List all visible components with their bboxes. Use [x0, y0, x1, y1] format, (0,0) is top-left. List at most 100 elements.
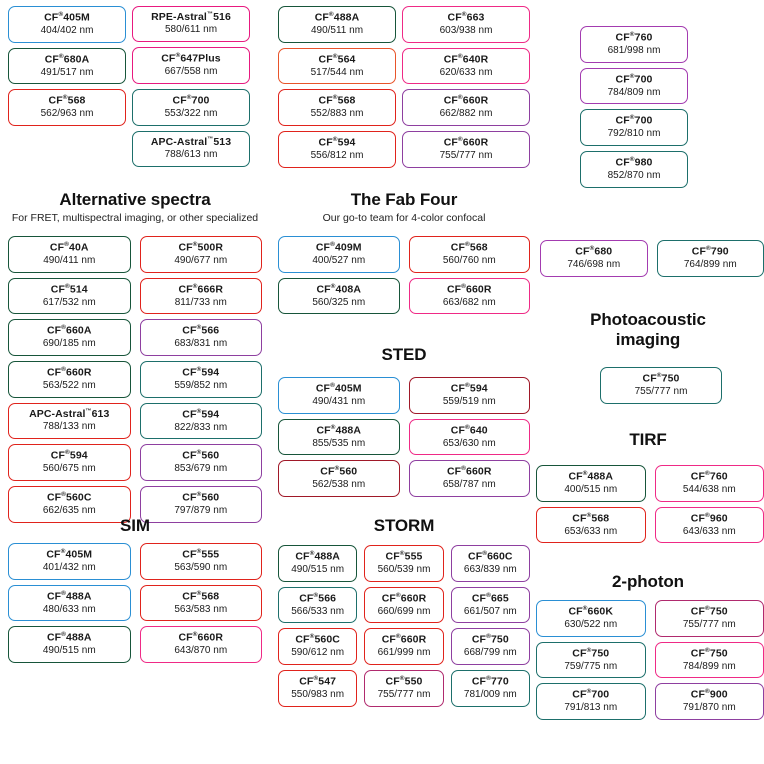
two-photon-section-header: 2-photon [540, 572, 756, 592]
dye-code: 700 [634, 114, 653, 127]
dye-code: 560 [339, 465, 358, 478]
dye-name: CF®770 [454, 675, 527, 688]
dye-name: CF®660A [11, 324, 128, 337]
dye-brand: CF [316, 424, 331, 437]
dye-wavelengths: 617/532 nm [42, 296, 96, 308]
dye-wavelengths: 662/635 nm [42, 504, 96, 516]
dye-code: 568 [591, 512, 610, 525]
dye-name: CF®566 [143, 324, 260, 337]
dye-wavelengths: 683/831 nm [174, 338, 228, 350]
dye-wavelengths: 400/527 nm [312, 254, 366, 266]
dye-wavelengths: 643/870 nm [174, 645, 228, 657]
dye-name: CF®560C [11, 491, 128, 504]
registered-trademark-icon: ® [186, 93, 192, 101]
dye-wavelengths: 630/522 nm [564, 618, 618, 630]
dye-code: 555 [201, 548, 220, 561]
dye-name: CF®560C [281, 633, 354, 646]
registered-trademark-icon: ® [196, 407, 202, 415]
dye-wavelengths: 784/899 nm [682, 660, 736, 672]
dye-wavelengths: 563/590 nm [174, 561, 228, 573]
dye-code: 760 [634, 31, 653, 44]
dye-brand: CF [295, 550, 310, 563]
dye-wavelengths: 653/630 nm [442, 437, 496, 449]
